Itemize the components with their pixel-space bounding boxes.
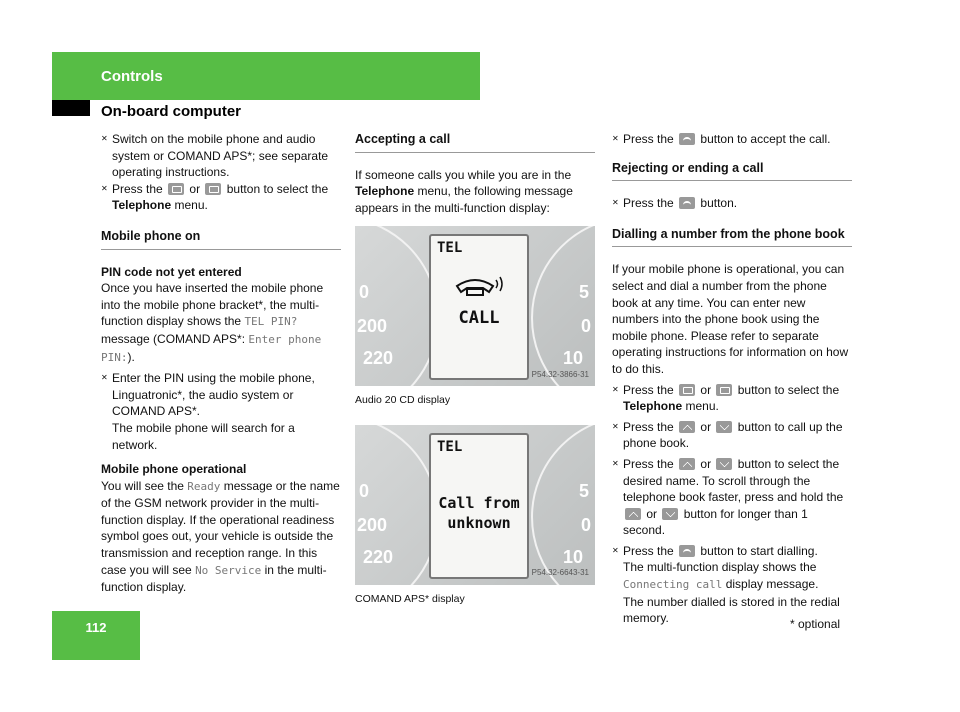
arrow-up-icon <box>679 457 696 470</box>
header-bar <box>52 52 480 100</box>
display-right-button-icon <box>205 182 222 195</box>
caption-audio: Audio 20 CD display <box>355 394 451 407</box>
arrow-up-icon <box>625 507 641 520</box>
page-number-box <box>52 611 140 660</box>
display-left-button-icon <box>168 182 185 195</box>
footnote: * optional <box>790 617 841 631</box>
paragraph-pin: Once you have inserted the mobile phone … <box>101 281 324 364</box>
column-3: Press the button to accept the call. Rej… <box>612 131 852 627</box>
phone-hangup-icon <box>679 197 696 210</box>
bullet-select-telephone: Press the or button to select the Teleph… <box>612 382 852 415</box>
phone-answer-icon <box>679 544 696 557</box>
lcd-screen: TEL CALL <box>429 234 529 381</box>
phone-ringing-icon <box>455 277 503 297</box>
column-1: Switch on the mobile phone and audio sys… <box>101 131 341 596</box>
lcd-screen: TEL Call from unknown <box>429 432 529 579</box>
paragraph-accept: If someone calls you while you are in th… <box>355 167 573 215</box>
bullet-select-name: Press the or button to select the desire… <box>612 456 852 539</box>
phone-answer-icon <box>679 133 696 145</box>
bullet-accept-call: Press the button to accept the call. <box>612 131 852 148</box>
subheading-operational: Mobile phone operational <box>101 462 247 477</box>
bullet-select-telephone: Press the or button to select the Teleph… <box>101 181 341 214</box>
subheading-pin: PIN code not yet entered <box>101 264 242 279</box>
display-right-button-icon <box>716 383 733 396</box>
section-title: Controls <box>101 68 163 85</box>
bullet-start-dialling: Press the button to start dialling. The … <box>612 543 852 627</box>
header-tab <box>52 100 90 116</box>
arrow-down-icon <box>662 507 679 520</box>
caption-comand: COMAND APS* display <box>355 592 465 605</box>
bullet-switch-on: Switch on the mobile phone and audio sys… <box>101 131 341 181</box>
heading-mobile-phone-on: Mobile phone on <box>101 228 341 250</box>
arrow-up-icon <box>679 420 696 433</box>
bullet-call-up-phonebook: Press the or button to call up the phone… <box>612 419 852 452</box>
heading-accepting-call: Accepting a call <box>355 131 595 153</box>
page-number: 112 <box>85 620 107 635</box>
comand-display-image: 0 200 220 5 0 10 TEL Call from unknown P… <box>355 424 595 585</box>
arrow-down-icon <box>716 420 733 433</box>
heading-rejecting-call: Rejecting or ending a call <box>612 160 852 182</box>
arrow-down-icon <box>716 457 733 470</box>
column-2: Accepting a call If someone calls you wh… <box>355 131 595 624</box>
audio-display-image: 0 200 220 5 0 10 TEL CALL P54.32-3866-31 <box>355 226 595 387</box>
paragraph-dialling: If your mobile phone is operational, you… <box>612 262 849 376</box>
page-title: On-board computer <box>101 103 242 120</box>
heading-dialling: Dialling a number from the phone book <box>612 226 852 248</box>
bullet-enter-pin: Enter the PIN using the mobile phone, Li… <box>101 370 341 453</box>
display-left-button-icon <box>679 383 696 396</box>
paragraph-operational: You will see the Ready message or the na… <box>101 478 340 595</box>
bullet-reject-call: Press the button. <box>612 195 852 212</box>
